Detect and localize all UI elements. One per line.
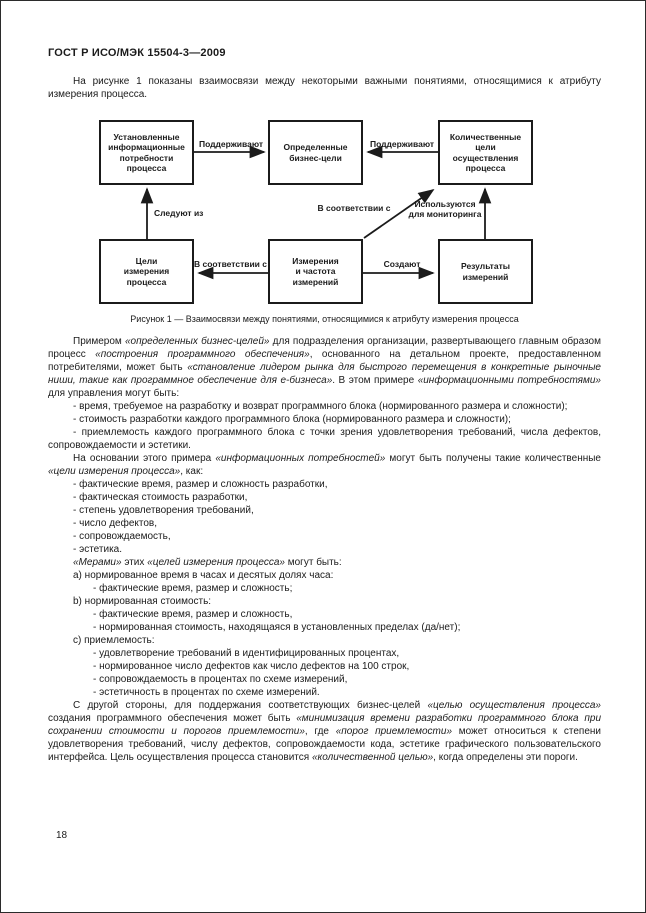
paragraph: Примером «определенных бизнес-целей» для… <box>48 336 601 399</box>
edge-label-used-for-monitoring: Используются для мониторинга <box>408 199 482 219</box>
paragraph: - эстетика. <box>73 544 123 555</box>
diagram-arrows-layer <box>140 145 492 280</box>
intro-paragraph: На рисунке 1 показаны взаимосвязи между … <box>48 75 601 101</box>
paragraph: b) нормированная стоимость: <box>73 596 212 607</box>
paragraph: - сопровождаемость в процентах по схеме … <box>93 674 348 685</box>
paragraph: с) приемлемость: <box>73 635 155 646</box>
paragraph: - фактические время, размер и сложность … <box>73 479 328 490</box>
paragraph: - удовлетворение требований в идентифици… <box>93 648 400 659</box>
figure-caption: Рисунок 1 — Взаимосвязи между понятиями,… <box>130 314 519 324</box>
edge-label-create: Создают <box>383 259 421 269</box>
paragraph: - фактическая стоимость разработки, <box>73 492 248 503</box>
paragraph: - стоимость разработки каждого программн… <box>73 414 511 425</box>
box-defined-business-goals: Определенные бизнес-цели <box>268 120 363 185</box>
paragraph: На рисунке 1 показаны взаимосвязи между … <box>48 76 601 100</box>
paragraph: а) нормированное время в часах и десятых… <box>73 570 334 581</box>
figure-1-diagram: Установленные информационные потребности… <box>61 111 601 307</box>
paragraph: На основании этого примера «информационн… <box>48 453 601 477</box>
box-process-measurement-goals: Цели измерения процесса <box>99 239 194 304</box>
edge-label-supports-left: Поддерживают <box>198 139 264 149</box>
body-text: Примером «определенных бизнес-целей» для… <box>48 335 601 764</box>
edge-label-follow-from: Следуют из <box>154 208 204 218</box>
page-number: 18 <box>56 830 68 841</box>
box-measurement-results: Результаты измерений <box>438 239 533 304</box>
paragraph: - эстетичность в процентах по схеме изме… <box>93 687 320 698</box>
paragraph: - степень удовлетворения требований, <box>73 505 254 516</box>
edge-label-in-accordance-diagonal: В соответствии с <box>317 203 391 213</box>
paragraph: - приемлемость каждого программного блок… <box>48 427 601 451</box>
box-measurements-and-frequency: Измерения и частота измерений <box>268 239 363 304</box>
paragraph: - время, требуемое на разработку и возвр… <box>73 401 568 412</box>
edge-label-supports-right: Поддерживают <box>369 139 435 149</box>
paragraph: - число дефектов, <box>73 518 157 529</box>
paragraph: - фактические время, размер и сложность; <box>93 583 293 594</box>
paragraph: «Мерами» этих «целей измерения процесса»… <box>73 557 342 568</box>
edge-label-in-accordance-bottom: В соответствии с <box>194 259 267 269</box>
box-quantitative-process-goals: Количественные цели осуществления процес… <box>438 120 533 185</box>
paragraph: С другой стороны, для поддержания соотве… <box>48 700 601 763</box>
paragraph: - нормированное число дефектов как число… <box>93 661 410 672</box>
page-header: ГОСТ Р ИСО/МЭК 15504-3—2009 <box>48 47 226 59</box>
paragraph: - нормированная стоимость, находящаяся в… <box>93 622 461 633</box>
arrow-in-accordance-diagonal <box>363 188 435 239</box>
paragraph: - сопровождаемость, <box>73 531 171 542</box>
box-established-information-needs: Установленные информационные потребности… <box>99 120 194 185</box>
paragraph: - фактические время, размер и сложность, <box>93 609 293 620</box>
